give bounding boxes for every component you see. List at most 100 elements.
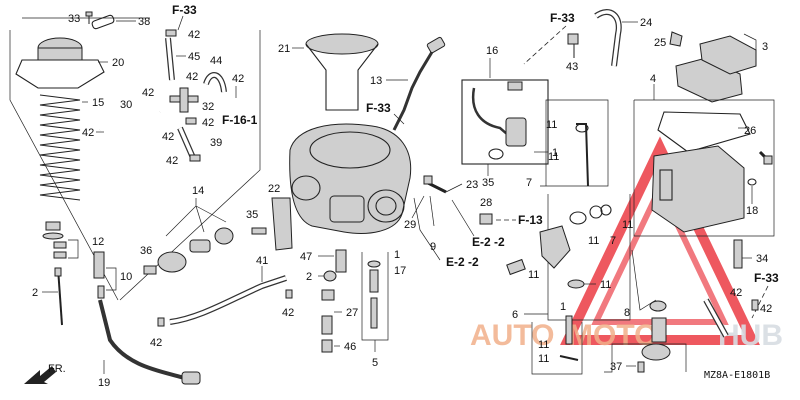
- label-11d: 11: [622, 219, 633, 231]
- label-7b: 7: [610, 235, 616, 247]
- label-11c: 11: [588, 235, 599, 247]
- label-14: 14: [192, 185, 204, 197]
- diagram-code: MZ8A-E1801B: [704, 370, 770, 381]
- label-1b: 1: [552, 147, 558, 159]
- label-36: 36: [140, 245, 152, 257]
- label-5: 5: [372, 357, 378, 369]
- label-41: 41: [256, 255, 268, 267]
- label-6: 6: [512, 309, 518, 321]
- needle-holder-12: [42, 221, 67, 259]
- ref-f33-c: F-33: [550, 11, 575, 25]
- clip-42i: [157, 317, 165, 327]
- washer-18: [747, 178, 757, 186]
- t-joint-32: [169, 87, 199, 113]
- sensor-13: [392, 36, 446, 131]
- label-42e: 42: [232, 73, 244, 85]
- label-19: 19: [98, 377, 110, 389]
- label-1c: 1: [560, 301, 566, 313]
- label-8: 8: [624, 307, 630, 319]
- label-42d: 42: [186, 71, 198, 83]
- label-42k: 42: [730, 287, 742, 299]
- label-27: 27: [346, 307, 358, 319]
- filter-3: [675, 35, 757, 103]
- label-42h: 42: [166, 155, 178, 167]
- ref-e22-a: E-2 -2: [472, 235, 505, 249]
- label-15: 15: [92, 97, 104, 109]
- label-38: 38: [138, 16, 150, 28]
- frame-line-left: [9, 30, 119, 301]
- clip-42l: [751, 299, 759, 311]
- label-4: 4: [650, 73, 656, 85]
- label-2b: 2: [306, 271, 312, 283]
- spring-15: [39, 94, 81, 201]
- bracket-22: [271, 197, 293, 251]
- label-21: 21: [278, 43, 290, 55]
- label-2: 2: [32, 287, 38, 299]
- ref-f33-b: F-33: [366, 101, 391, 115]
- label-9: 9: [430, 241, 436, 253]
- label-11f: 11: [600, 279, 611, 291]
- label-7: 7: [526, 177, 532, 189]
- ref-f161: F-16-1: [222, 113, 258, 127]
- diaphragm-21: [305, 33, 379, 55]
- label-13: 13: [370, 75, 382, 87]
- label-47: 47: [300, 251, 312, 263]
- gasket-26: [657, 111, 751, 153]
- label-32: 32: [202, 101, 214, 113]
- clamp-38: [91, 14, 115, 30]
- ref-f33-a: F-33: [172, 3, 197, 17]
- label-30: 30: [120, 99, 132, 111]
- label-16: 16: [486, 45, 498, 57]
- hose-44: [203, 72, 227, 93]
- slow-jet-set: [367, 260, 381, 329]
- ref-f13: F-13: [518, 213, 543, 227]
- slow-jet-parts: [575, 123, 589, 187]
- label-18: 18: [746, 205, 758, 217]
- screw-33: [85, 11, 93, 24]
- label-43: 43: [566, 61, 578, 73]
- label-42b: 42: [188, 29, 200, 41]
- label-42g: 42: [162, 131, 174, 143]
- label-11h: 11: [538, 353, 549, 365]
- label-28: 28: [480, 197, 492, 209]
- label-42f: 42: [202, 117, 214, 129]
- label-10: 10: [120, 271, 132, 283]
- label-25: 25: [654, 37, 666, 49]
- label-12: 12: [92, 236, 104, 248]
- screw-28: [479, 213, 493, 225]
- label-29: 29: [404, 219, 416, 231]
- label-35b: 35: [482, 177, 494, 189]
- drain-hose-41: [169, 275, 287, 325]
- screw-18: [758, 150, 773, 165]
- clip-42j: [285, 289, 293, 299]
- hose-24: [594, 9, 622, 67]
- label-45: 45: [188, 51, 200, 63]
- front-arrow-icon: [24, 366, 56, 384]
- label-fr: FR.: [48, 363, 66, 375]
- oring-35b: [488, 148, 504, 160]
- label-46: 46: [344, 341, 356, 353]
- float-needle-assembly: [539, 204, 612, 269]
- label-26: 26: [744, 125, 756, 137]
- label-11a: 11: [546, 119, 557, 131]
- screw-36: [143, 265, 157, 275]
- label-39: 39: [210, 137, 222, 149]
- label-35: 35: [246, 209, 258, 221]
- tube-30: [99, 110, 161, 132]
- label-1: 1: [394, 249, 400, 261]
- chamber-cover-20: [15, 37, 108, 89]
- label-33: 33: [68, 13, 80, 25]
- valve-14: [157, 227, 234, 273]
- label-22: 22: [268, 183, 280, 195]
- clip-43: [567, 33, 579, 58]
- label-3: 3: [762, 41, 768, 53]
- clip-25: [669, 31, 683, 47]
- watermark-hub: HUB: [718, 319, 783, 352]
- throttle-cable-19: [98, 299, 201, 385]
- label-42j: 42: [282, 307, 294, 319]
- label-42a: 42: [82, 127, 94, 139]
- label-11e: 11: [528, 269, 539, 281]
- clip-42f: [185, 117, 197, 125]
